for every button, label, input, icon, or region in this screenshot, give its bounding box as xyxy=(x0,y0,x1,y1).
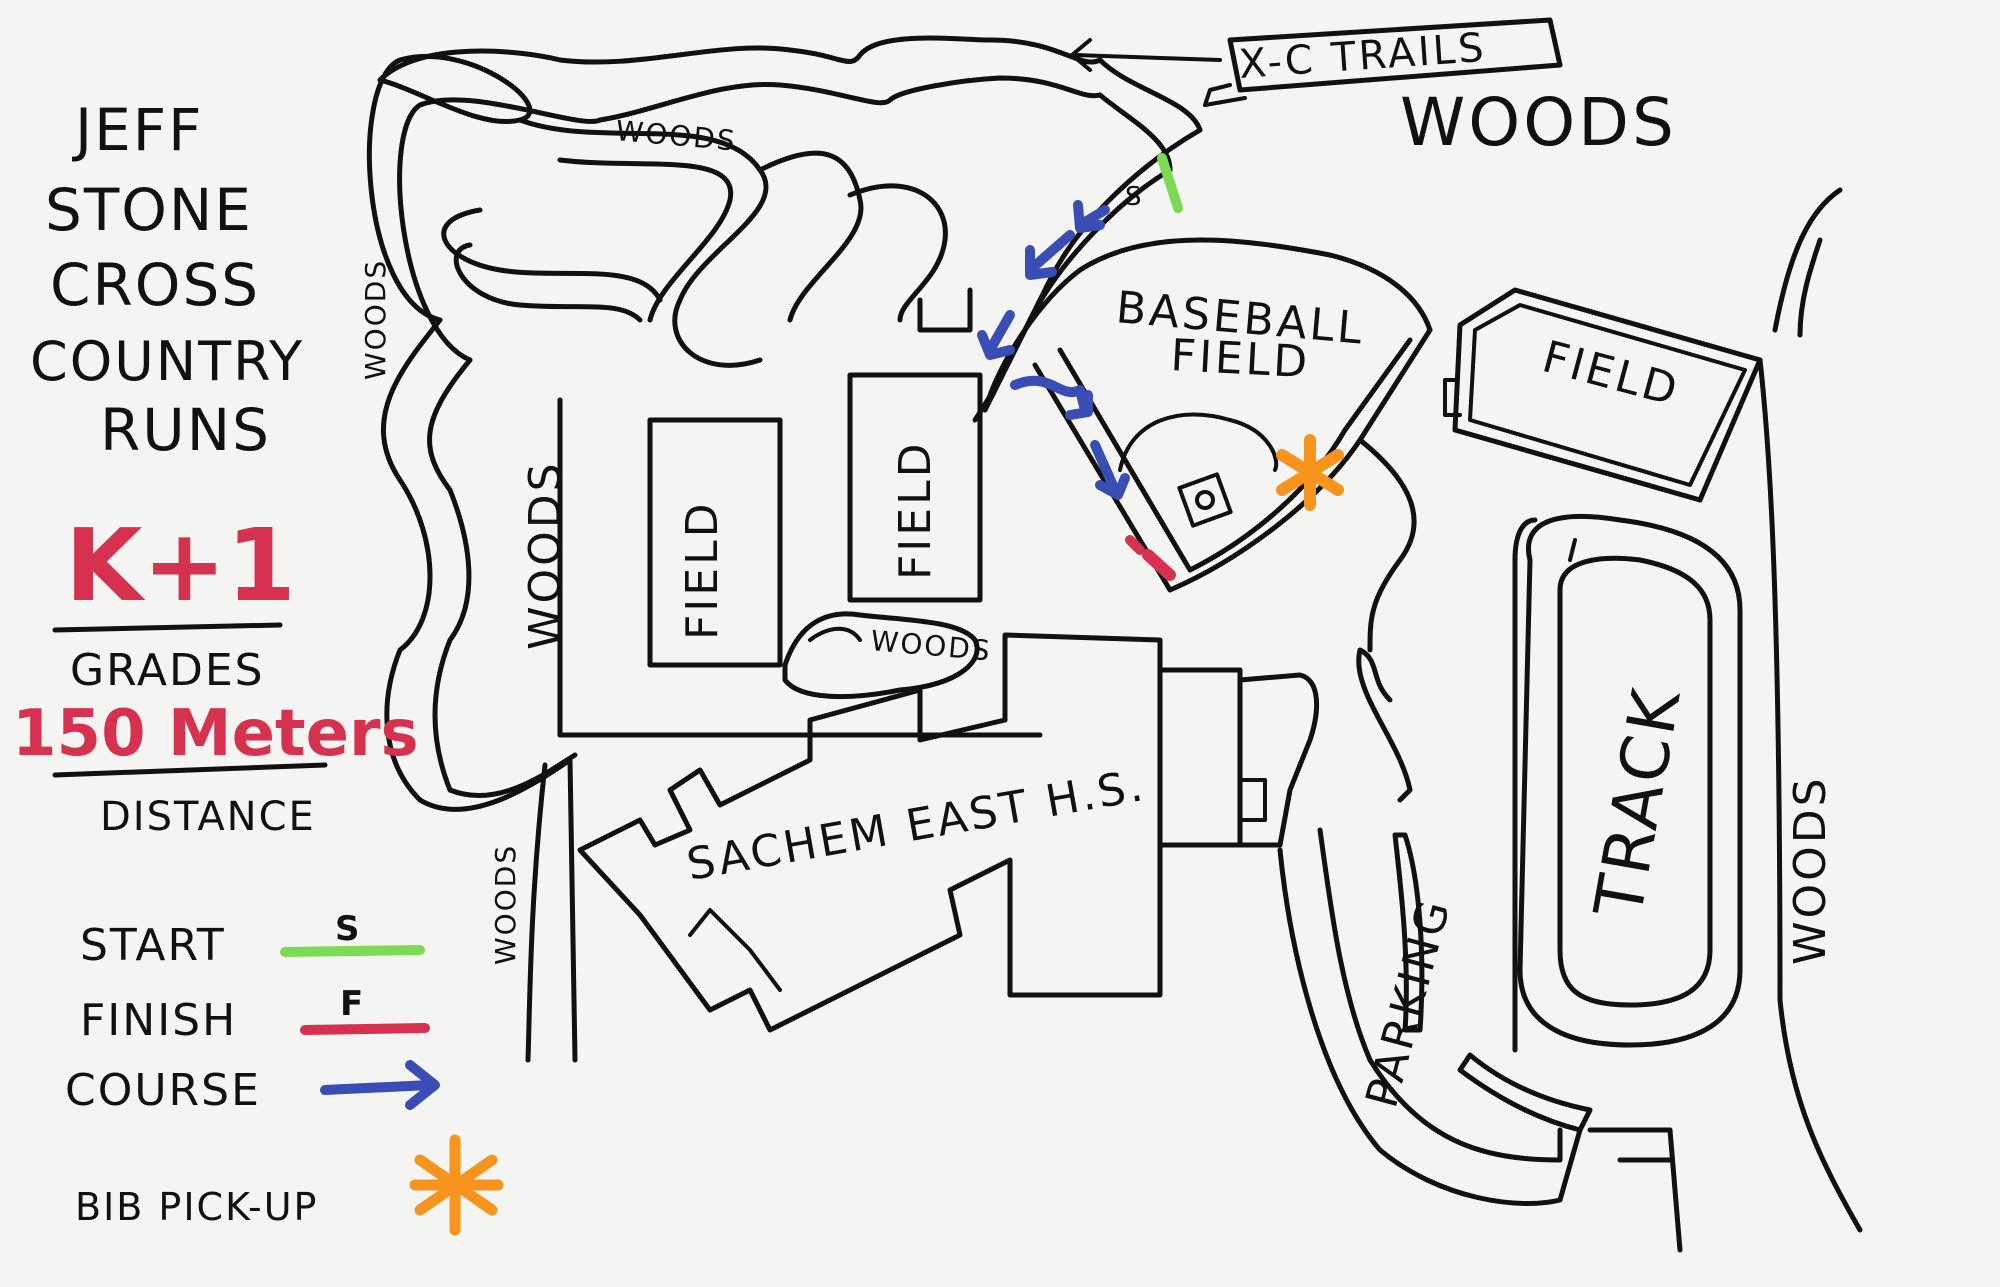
course-arrow-2 xyxy=(1025,230,1075,280)
xc-trails-box xyxy=(1227,17,1563,93)
title-block: JEFF STONE CROSS COUNTRY RUNS xyxy=(30,96,304,464)
field-right-label: FIELD xyxy=(1537,331,1685,416)
course-arrow-5 xyxy=(1090,440,1130,500)
title-line-4: COUNTRY xyxy=(30,330,304,393)
grade-label: GRADES xyxy=(70,645,265,696)
title-line-3: CROSS xyxy=(50,251,260,319)
woods-top-right-label: WOODS xyxy=(1400,84,1677,161)
legend-finish-marker: F xyxy=(340,984,363,1024)
xc-trails-label: X-C TRAILS xyxy=(1237,25,1488,88)
school-label: SACHEM EAST H.S. xyxy=(683,760,1149,891)
woods-left-vertical-label: WOODS xyxy=(359,259,392,380)
field-a-label: FIELD xyxy=(677,501,728,640)
woods-top-label: WOODS xyxy=(614,114,738,157)
legend-bib-swatch xyxy=(409,1134,504,1236)
woods-center-vertical-label: WOODS xyxy=(520,460,571,650)
track xyxy=(1512,513,1743,1053)
legend-start-label: START xyxy=(80,920,226,971)
course-arrow-1 xyxy=(1073,200,1110,233)
legend-bib-label: BIB PICK-UP xyxy=(75,1185,318,1229)
distance-label: DISTANCE xyxy=(100,794,316,840)
title-line-2: STONE xyxy=(45,176,253,244)
baseball-field xyxy=(982,237,1433,653)
grade-value: K+1 xyxy=(65,507,296,624)
small-woods-patch xyxy=(782,611,980,700)
fields xyxy=(647,287,1763,700)
legend-course-label: COURSE xyxy=(65,1065,261,1116)
woods-bottom-left-label: WOODS xyxy=(489,844,522,965)
start-marker: S xyxy=(1125,153,1183,213)
title-line-1: JEFF xyxy=(72,96,203,164)
legend-finish-swatch xyxy=(300,1023,430,1035)
map-labels: X-C TRAILS WOODS WOODS WOODS WOODS FIELD… xyxy=(359,25,1836,1113)
trail-arrows xyxy=(1070,17,1563,107)
legend-start-swatch xyxy=(280,945,425,957)
course-arrow-3 xyxy=(977,310,1015,360)
distance-value: 150 Meters xyxy=(12,697,419,771)
woods-right-label: WOODS xyxy=(1785,775,1836,965)
track-label: TRACK xyxy=(1580,681,1696,924)
finish-marker xyxy=(1125,535,1176,581)
legend-start-marker: S xyxy=(335,909,360,949)
field-b-outline xyxy=(847,372,983,603)
school-building xyxy=(577,632,1320,1033)
parking-label: PARKING xyxy=(1356,893,1461,1113)
course-route xyxy=(977,200,1130,500)
start-marker-letter: S xyxy=(1125,182,1142,212)
bib-pickup-marker xyxy=(1276,434,1344,511)
race-info: K+1 GRADES 150 Meters DISTANCE xyxy=(12,507,419,840)
legend: START S FINISH F COURSE BIB PICK-UP xyxy=(65,909,504,1236)
parking xyxy=(1277,187,1863,1253)
field-b-label: FIELD xyxy=(890,441,941,580)
title-line-5: RUNS xyxy=(100,396,271,464)
legend-course-swatch xyxy=(320,1060,440,1110)
legend-finish-label: FINISH xyxy=(80,995,237,1046)
course-arrow-4 xyxy=(1010,375,1093,420)
woods-small-label: WOODS xyxy=(869,624,993,667)
baseball-field-label-line-2: FIELD xyxy=(1169,330,1311,388)
field-right-outline xyxy=(1452,287,1763,503)
field-a-outline xyxy=(647,417,783,668)
